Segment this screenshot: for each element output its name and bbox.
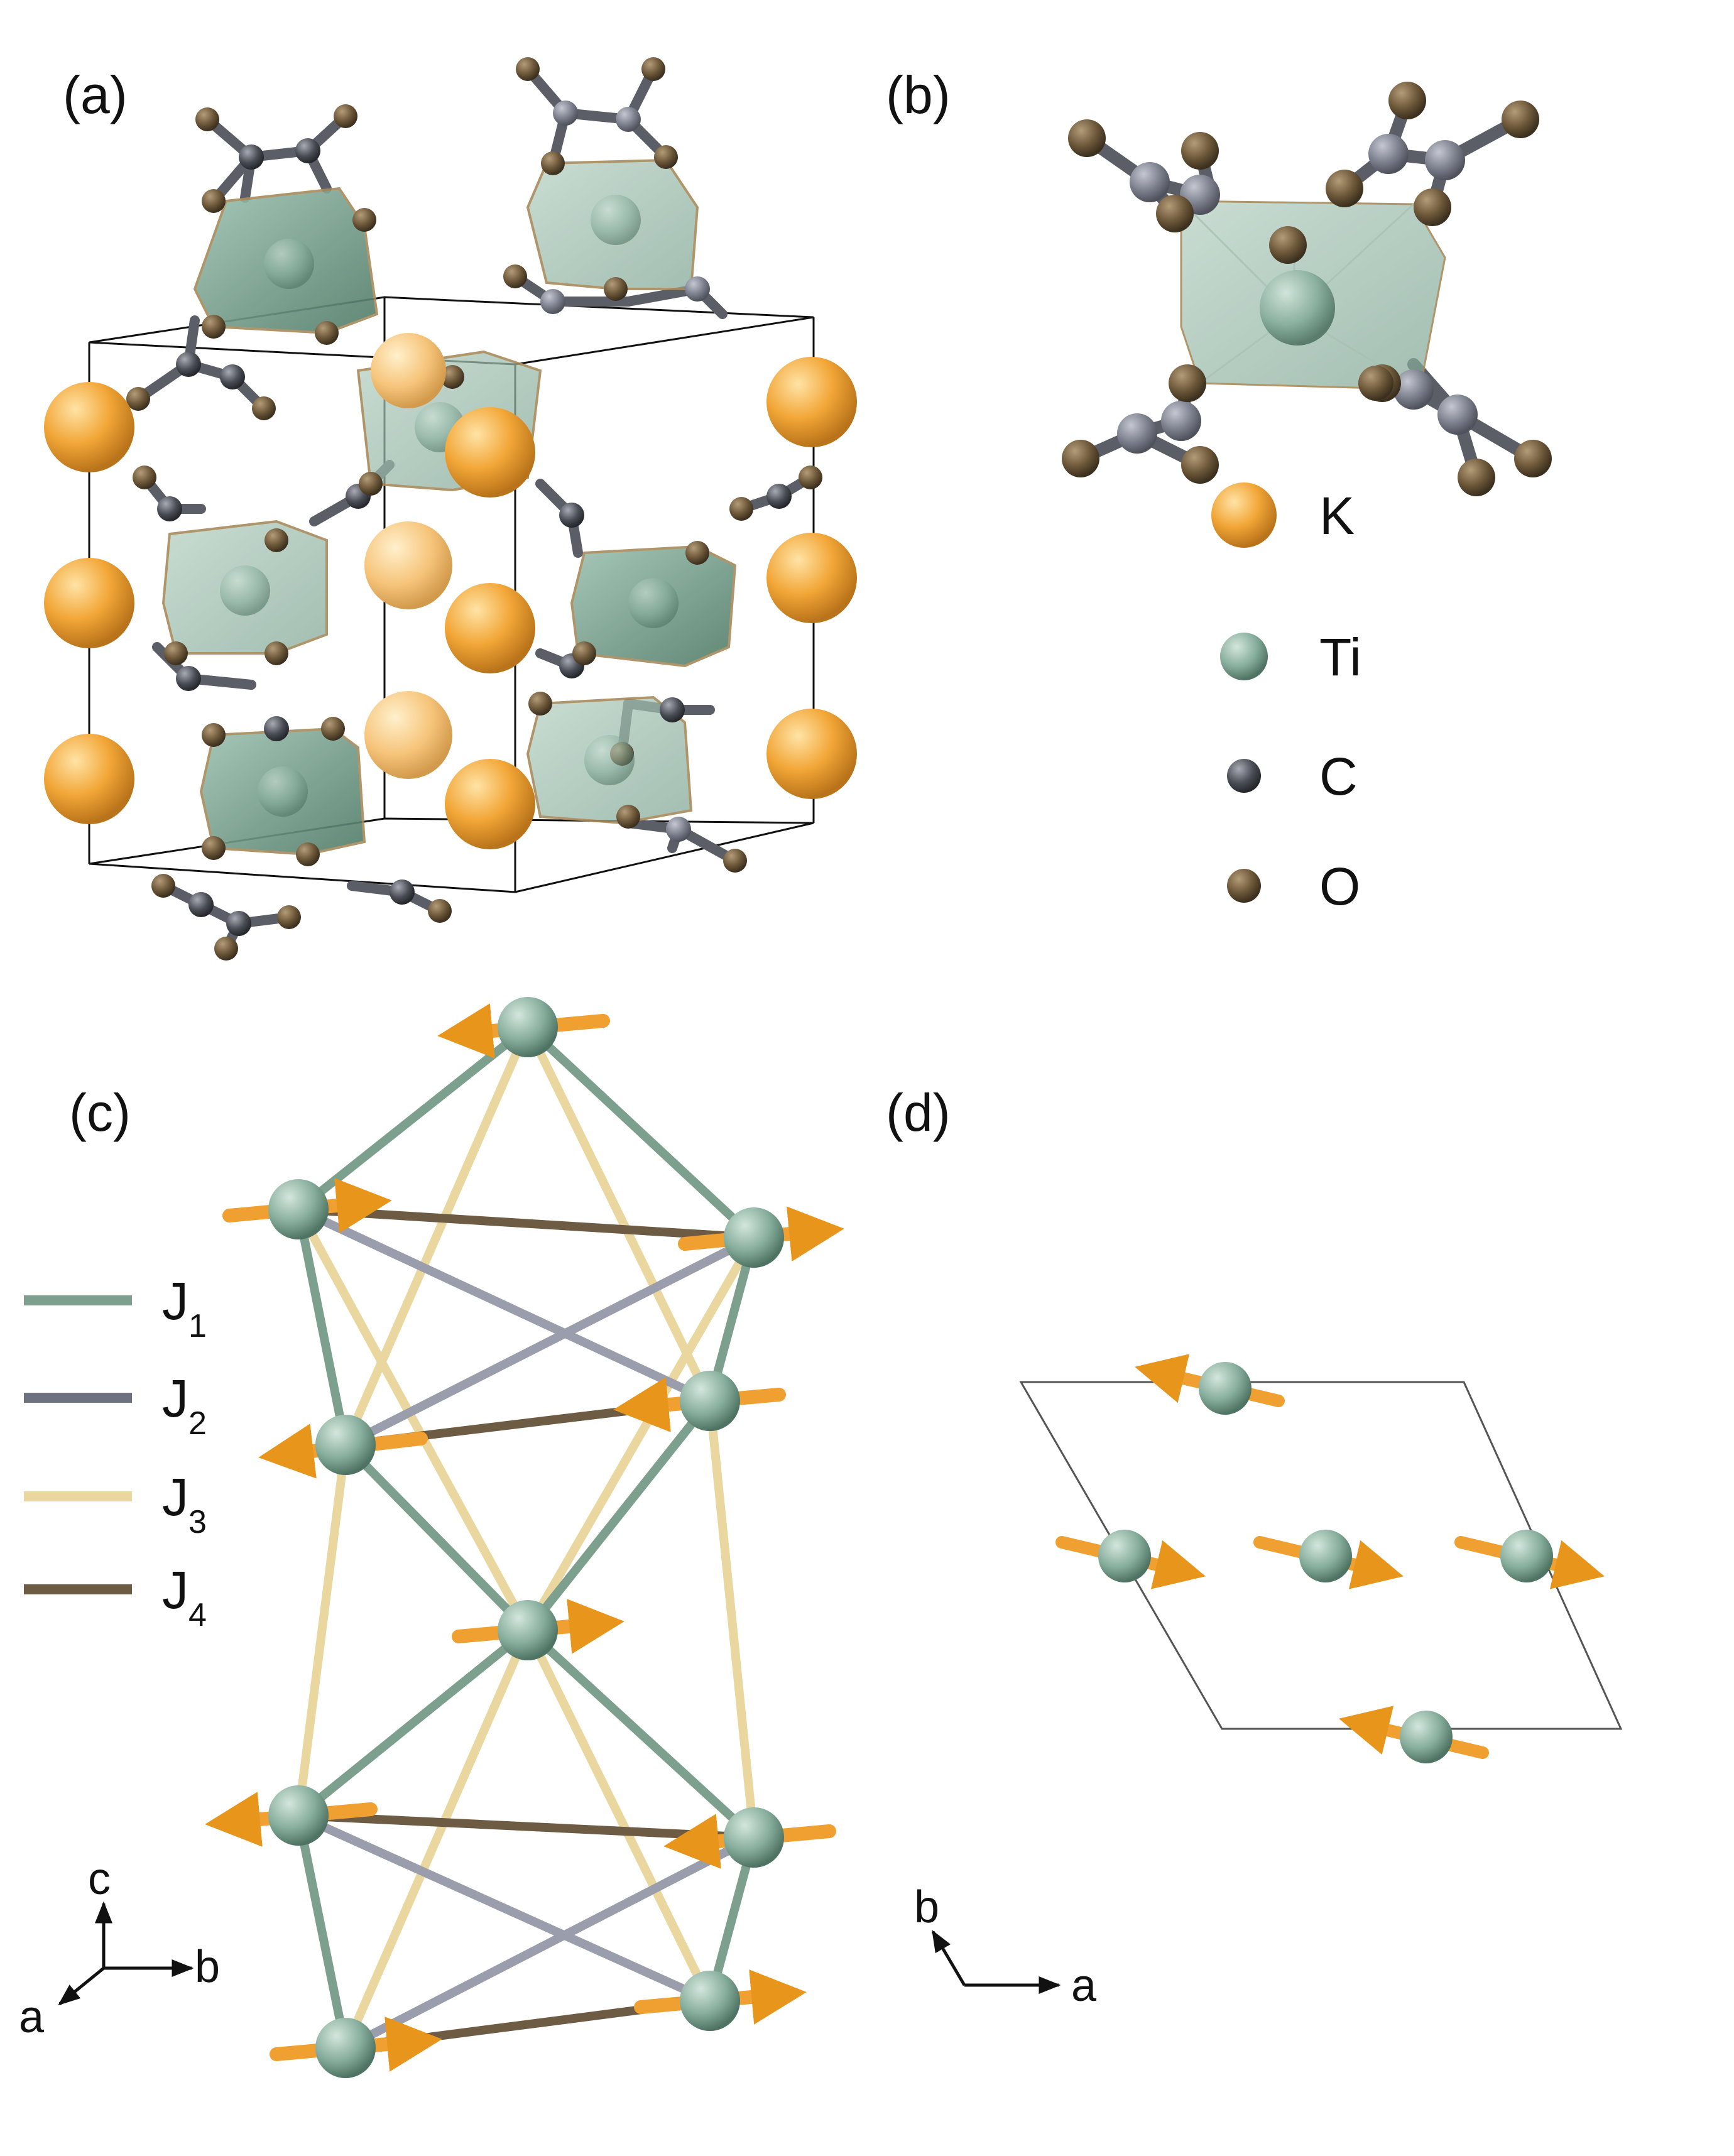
legend-item-o: O: [1227, 857, 1360, 916]
carbon-atoms: [157, 101, 792, 936]
legend-j1-label: J1: [162, 1271, 207, 1344]
oxygen-atoms: [126, 57, 822, 961]
panel-b-label: (b): [886, 65, 951, 124]
legend-item-k: K: [1211, 482, 1355, 548]
panel-a-crystal-structure: (a): [44, 57, 857, 961]
panel-c-label: (c): [69, 1083, 131, 1142]
ti-atom-b: [1260, 270, 1335, 346]
atom-legend: K Ti C O: [1211, 482, 1361, 916]
legend-item-c: C: [1227, 747, 1358, 806]
legend-item-j3: J3: [24, 1467, 207, 1540]
legend-c-label: C: [1319, 747, 1358, 806]
legend-j2-label: J2: [162, 1369, 207, 1442]
legend-o-label: O: [1319, 857, 1360, 916]
axis-c-label: c: [88, 1854, 111, 1904]
legend-k-label: K: [1319, 486, 1355, 545]
axis-b-label-d: b: [914, 1882, 939, 1932]
j2-bonds: [294, 1205, 758, 2052]
legend-o-marker: [1227, 869, 1261, 903]
axis-b-label-c: b: [195, 1942, 220, 1992]
legend-item-j4: J4: [24, 1560, 207, 1633]
legend-item-j1: J1: [24, 1271, 207, 1344]
legend-ti-label: Ti: [1319, 628, 1361, 687]
ti-centers: [220, 195, 679, 817]
axis-a-label-d: a: [1071, 1961, 1097, 2011]
j3-bonds: [294, 1023, 758, 2052]
panel-a-label: (a): [63, 65, 128, 124]
oxygen-atoms-b: [1062, 82, 1552, 496]
carbon-atoms-b: [1117, 134, 1478, 454]
j1-bonds: [294, 1023, 758, 2052]
panel-b-ti-coordination: (b): [886, 65, 1552, 916]
legend-item-j2: J2: [24, 1369, 207, 1442]
axes-triad-d: [931, 1929, 1061, 1994]
exchange-legend: J1 J2 J3 J4: [24, 1271, 207, 1633]
unit-cell-ab: [1019, 1381, 1623, 1730]
legend-item-ti: Ti: [1220, 628, 1361, 687]
legend-j3-label: J3: [162, 1467, 207, 1540]
legend-ti-marker: [1220, 633, 1268, 680]
axes-triad-c: [58, 1901, 194, 2006]
legend-c-marker: [1227, 759, 1261, 793]
legend-k-marker: [1211, 482, 1277, 548]
potassium-atoms: [44, 333, 857, 849]
ti-sites-c: [268, 997, 784, 2078]
ti-sites-d: [1098, 1362, 1553, 1763]
axis-a-label-c: a: [19, 1992, 45, 2042]
panel-d-ab-plane: (d) b a: [886, 1083, 1623, 2011]
legend-j4-label: J4: [162, 1560, 207, 1633]
panel-c-exchange-network: (c) J1 J2 J3 J4: [19, 997, 844, 2078]
panel-d-label: (d): [886, 1083, 951, 1142]
